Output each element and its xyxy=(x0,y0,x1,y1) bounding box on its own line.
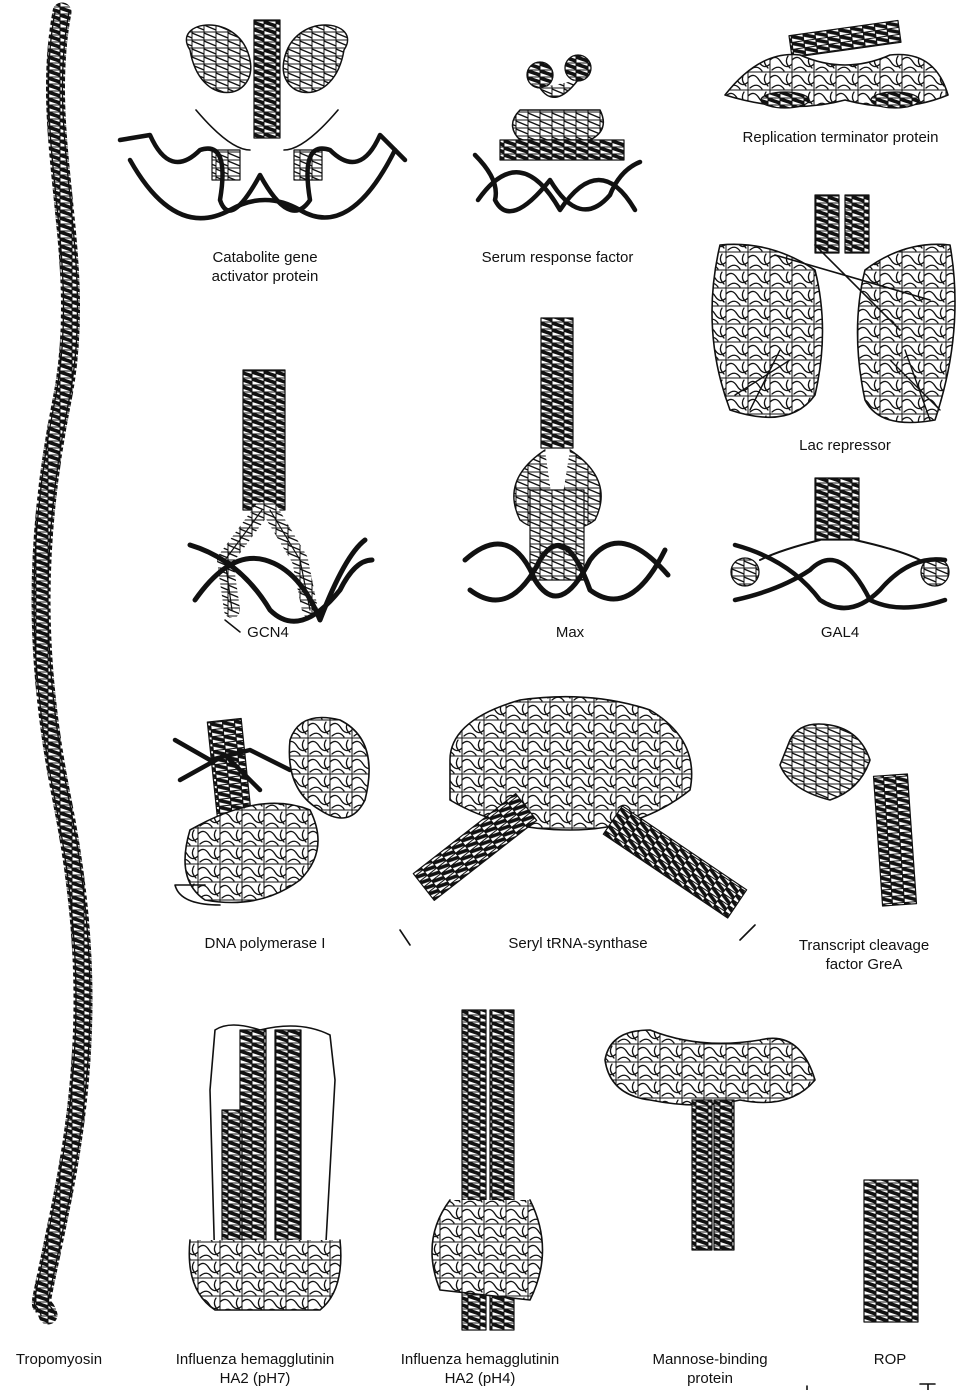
gal4-structure xyxy=(731,478,949,608)
max-structure xyxy=(465,318,668,600)
seryl-trna-synthase-structure xyxy=(400,697,755,945)
label-rop: ROP xyxy=(860,1350,920,1369)
label-lac-repressor: Lac repressor xyxy=(770,436,920,455)
dna-polymerase-structure xyxy=(175,718,369,906)
label-max: Max xyxy=(545,623,595,642)
label-seryl-trna-synthase: Seryl tRNA-synthase xyxy=(478,934,678,953)
label-dna-polymerase: DNA polymerase I xyxy=(180,934,350,953)
rop-structure xyxy=(864,1180,918,1322)
label-tropomyosin: Tropomyosin xyxy=(0,1350,118,1369)
catabolite-gene-activator-structure xyxy=(120,20,405,218)
ha2-ph4-structure xyxy=(432,1010,543,1330)
mannose-binding-structure xyxy=(605,1030,815,1250)
label-replication-terminator: Replication terminator protein xyxy=(724,128,957,147)
replication-terminator-structure xyxy=(725,20,948,108)
label-gal4: GAL4 xyxy=(810,623,870,642)
grea-structure xyxy=(780,724,916,906)
lac-repressor-structure xyxy=(712,195,955,423)
edge-marks xyxy=(807,1384,935,1390)
label-gcn4: GCN4 xyxy=(238,623,298,642)
tropomyosin-structure xyxy=(34,12,90,1315)
serum-response-factor-structure xyxy=(475,55,640,211)
label-serum-response-factor: Serum response factor xyxy=(460,248,655,267)
gcn4-structure xyxy=(190,370,372,632)
ha2-ph7-structure xyxy=(189,1025,341,1310)
